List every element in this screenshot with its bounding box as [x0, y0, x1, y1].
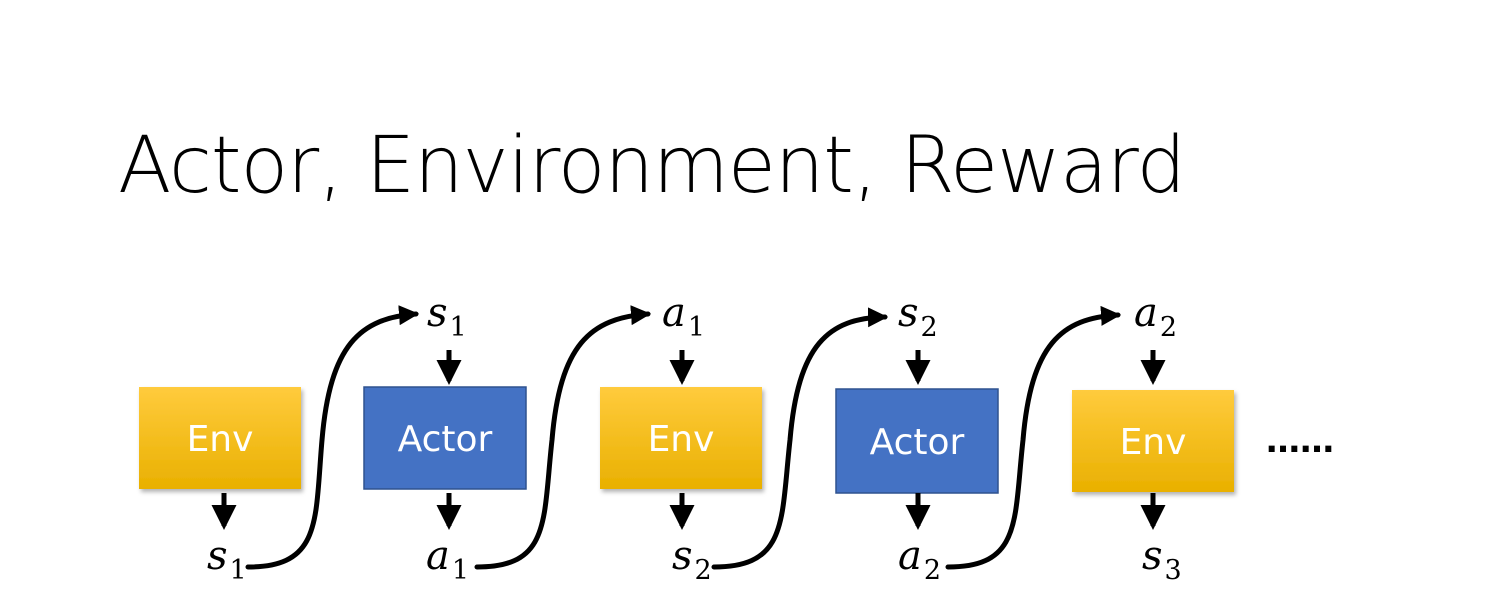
output-label-4: a2 — [898, 533, 941, 586]
actor-1-box — [363, 386, 527, 490]
input-label-2: a1 — [662, 290, 705, 343]
env-1-block: Env — [139, 387, 301, 489]
actor-1-label: Actor — [398, 419, 493, 460]
env-2-block: Env — [600, 387, 762, 489]
env-1-label: Env — [187, 419, 254, 460]
output-label-3: s2 — [672, 533, 712, 586]
transition-curve-3 — [711, 307, 888, 570]
transition-curve-4 — [945, 305, 1121, 570]
input-label-4: a2 — [1134, 290, 1177, 343]
output-label-1: s1 — [207, 533, 247, 586]
transition-curve-1 — [245, 305, 419, 570]
env-2-label: Env — [648, 419, 715, 460]
input-label-1: s1 — [427, 290, 467, 343]
env-3-label: Env — [1120, 422, 1187, 463]
env-3-block: Env — [1072, 390, 1234, 492]
continuation-ellipsis: …… — [1266, 421, 1334, 461]
transition-curve-2 — [474, 305, 651, 570]
actor-2-block: Actor — [835, 388, 999, 494]
env-3-box — [1072, 390, 1234, 492]
env-1-box — [139, 387, 301, 489]
output-label-5: s3 — [1142, 533, 1182, 586]
actor-1-block: Actor — [363, 386, 527, 490]
actor-2-label: Actor — [870, 422, 965, 463]
slide-title: Actor, Environment, Reward — [118, 121, 1186, 211]
output-label-2: a1 — [426, 533, 469, 586]
env-2-box — [600, 387, 762, 489]
input-label-3: s2 — [898, 290, 938, 343]
